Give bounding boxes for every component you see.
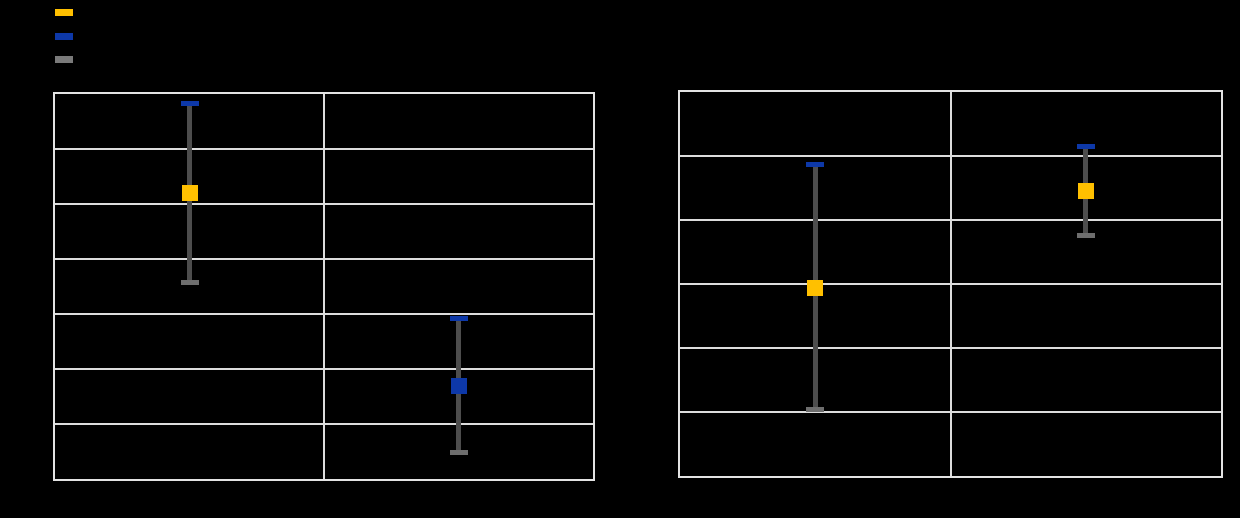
legend-swatch-blue-series [55, 32, 73, 40]
data-point-marker [450, 377, 467, 394]
lower-cap [1076, 232, 1095, 238]
data-point-marker [807, 279, 824, 296]
gridline-vertical [323, 94, 325, 479]
lower-cap [449, 449, 468, 455]
upper-cap [449, 315, 468, 321]
lower-cap [806, 406, 825, 412]
legend-swatch-yellow-series [55, 9, 73, 16]
upper-cap [180, 100, 199, 106]
chart-panel-right [678, 90, 1223, 478]
lower-cap [180, 279, 199, 285]
upper-cap [806, 162, 825, 168]
data-point-marker [1077, 183, 1094, 200]
legend-swatch-gray-series [55, 56, 73, 63]
upper-cap [1076, 143, 1095, 149]
data-point-marker [181, 185, 198, 201]
gridline-vertical [949, 92, 952, 476]
chart-panel-left [53, 92, 595, 481]
